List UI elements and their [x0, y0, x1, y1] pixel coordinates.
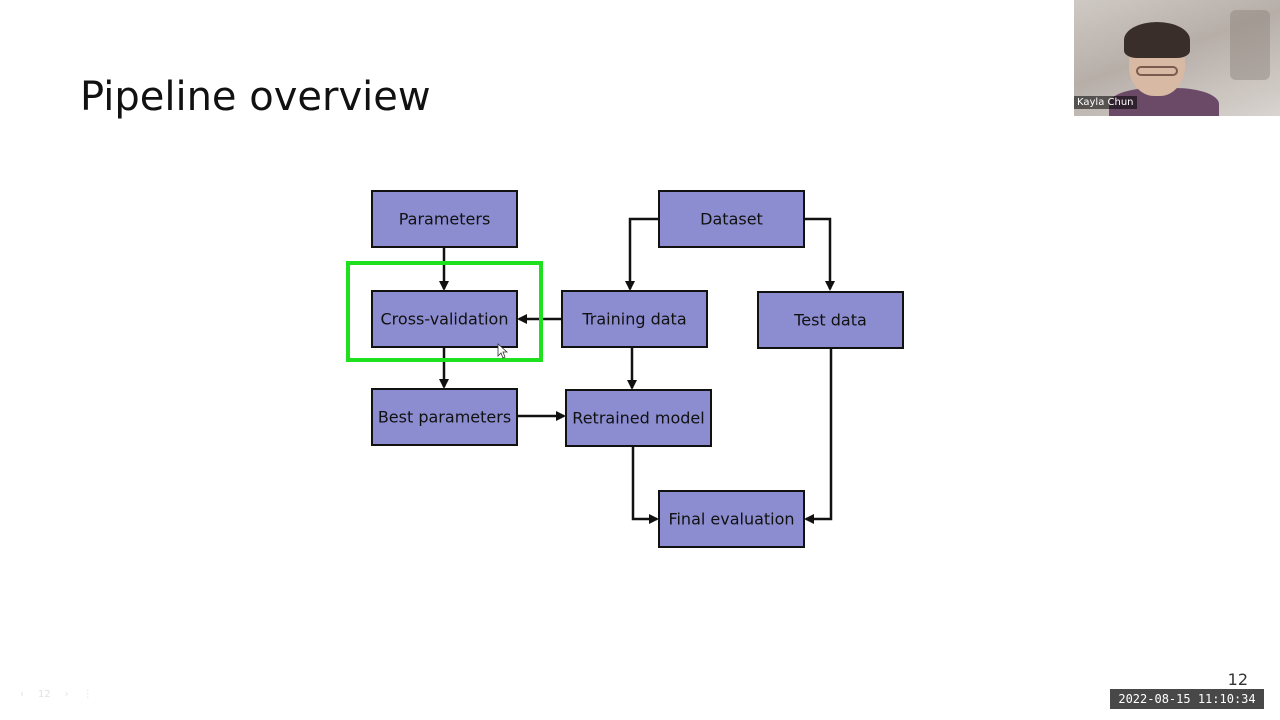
node-final-evaluation-label: Final evaluation [668, 510, 794, 529]
node-training-data: Training data [561, 290, 708, 348]
node-test-data: Test data [757, 291, 904, 349]
slide-nav-controls: ‹ 12 › ⋮ [20, 686, 93, 702]
slide-title: Pipeline overview [80, 74, 431, 120]
highlight-box [346, 261, 543, 362]
mouse-cursor-icon [497, 343, 509, 359]
node-parameters-label: Parameters [399, 210, 491, 229]
participant-video-tile[interactable]: Kayla Chun [1074, 0, 1280, 116]
participant-glasses [1136, 66, 1178, 76]
page-number: 12 [1227, 670, 1248, 689]
node-dataset: Dataset [658, 190, 805, 248]
participant-name: Kayla Chun [1074, 96, 1137, 109]
chevron-left-icon[interactable]: ‹ [20, 688, 24, 700]
edge-test-final [804, 348, 833, 524]
node-retrained-model-label: Retrained model [572, 409, 704, 428]
diagram-edges [439, 217, 835, 524]
node-best-parameters-label: Best parameters [378, 408, 511, 427]
node-training-data-label: Training data [581, 310, 686, 329]
chevron-right-icon[interactable]: › [64, 688, 69, 700]
nav-page-number: 12 [38, 688, 51, 700]
participant-hair [1124, 22, 1190, 58]
node-dataset-label: Dataset [700, 210, 763, 229]
node-parameters: Parameters [371, 190, 518, 248]
node-cross-validation-label: Cross-validation [381, 310, 509, 329]
video-background [1230, 10, 1270, 80]
node-final-evaluation: Final evaluation [658, 490, 805, 548]
node-cross-validation: Cross-validation [371, 290, 518, 348]
node-best-parameters: Best parameters [371, 388, 518, 446]
node-test-data-label: Test data [793, 311, 867, 330]
edge-dataset-training [625, 217, 658, 291]
edge-dataset-test [804, 217, 835, 291]
node-retrained-model: Retrained model [565, 389, 712, 447]
more-vertical-icon[interactable]: ⋮ [82, 688, 93, 700]
recording-timestamp: 2022-08-15 11:10:34 [1110, 689, 1264, 709]
edge-retrained-final [631, 446, 659, 524]
